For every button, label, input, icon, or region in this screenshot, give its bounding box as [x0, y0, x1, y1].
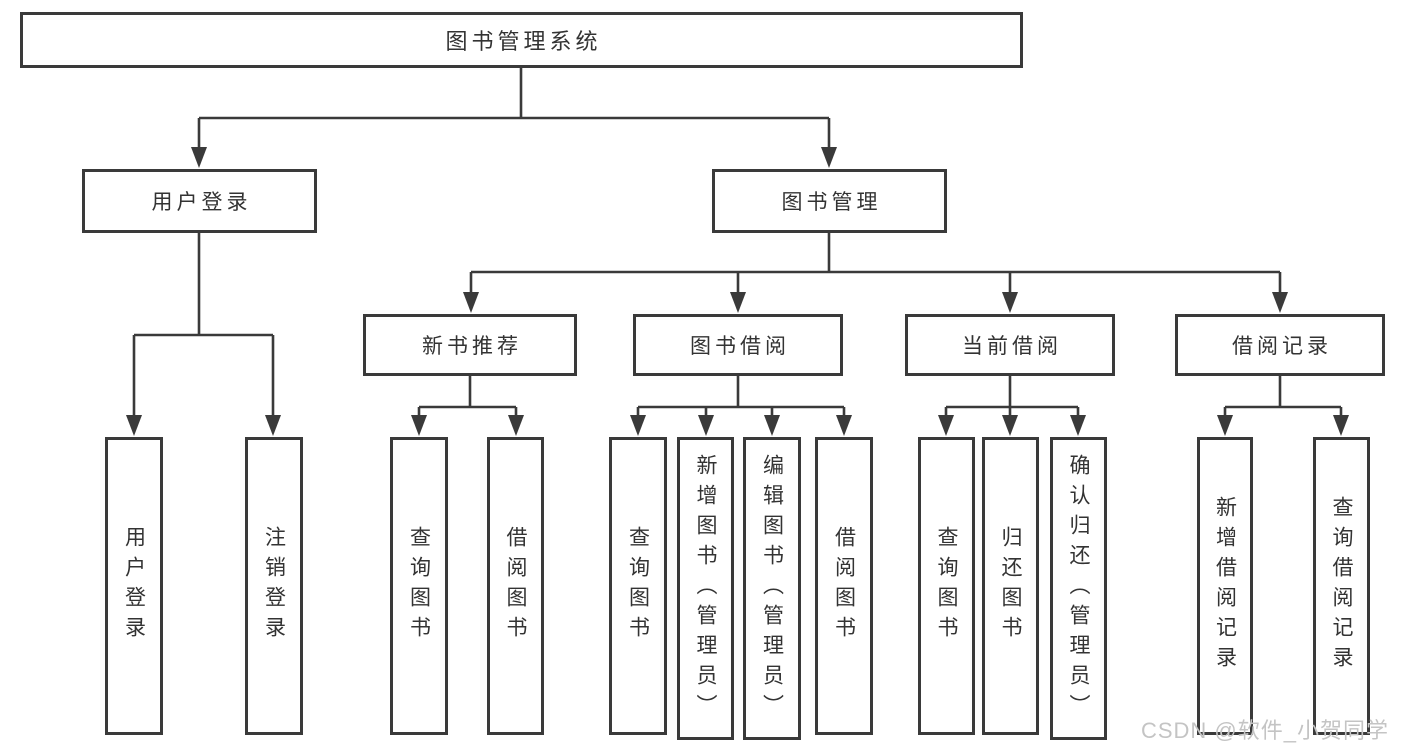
leaf-label: 归还图书 — [999, 526, 1022, 646]
node-label: 图书借阅 — [690, 335, 790, 358]
connector-book-management-to-level3 — [463, 233, 1288, 313]
node-book-management: 图书管理 — [712, 169, 947, 233]
node-label: 图书管理系统 — [445, 29, 602, 54]
node-borrowing-records: 借阅记录 — [1175, 314, 1385, 376]
arrowhead — [1217, 415, 1233, 436]
node-label: 当前借阅 — [962, 335, 1062, 358]
arrowhead — [938, 415, 954, 436]
leaf-label: 新增借阅记录 — [1213, 496, 1237, 676]
leaf-label: 查询图书 — [935, 526, 958, 646]
arrowhead — [730, 292, 746, 313]
node-label: 图书管理 — [781, 191, 882, 214]
arrowhead — [630, 415, 646, 436]
arrowhead — [508, 415, 524, 436]
leaf-label: 编辑图书（管理员） — [760, 453, 784, 724]
leaf-label: 查询借阅记录 — [1330, 496, 1353, 676]
arrowhead — [698, 415, 714, 436]
leaf-borrow-books-borrowing: 借阅图书 — [815, 437, 873, 735]
leaf-label: 新增图书（管理员） — [694, 453, 717, 724]
leaf-label: 注销登录 — [262, 526, 286, 646]
arrowhead — [1333, 415, 1349, 436]
arrowhead — [463, 292, 479, 313]
connector-new-book-to-leaves — [411, 376, 524, 436]
arrowhead — [411, 415, 427, 436]
connector-user-login-to-leaves — [126, 233, 281, 436]
leaf-confirm-return-admin: 确认归还（管理员） — [1050, 437, 1107, 740]
leaf-logout: 注销登录 — [245, 437, 303, 735]
leaf-borrow-books-recommend: 借阅图书 — [487, 437, 544, 735]
arrowhead — [836, 415, 852, 436]
arrowhead — [126, 415, 142, 436]
arrowhead — [265, 415, 281, 436]
leaf-query-borrow-record: 查询借阅记录 — [1313, 437, 1370, 735]
node-user-login: 用户登录 — [82, 169, 317, 233]
csdn-watermark: CSDN @软件_小贺同学 — [1140, 718, 1389, 743]
leaf-add-borrow-record: 新增借阅记录 — [1197, 437, 1253, 735]
arrowhead — [1272, 292, 1288, 313]
node-current-borrowing: 当前借阅 — [905, 314, 1115, 376]
node-label: 新书推荐 — [422, 335, 522, 358]
arrowhead — [1070, 415, 1086, 436]
leaf-label: 用户登录 — [122, 526, 146, 646]
node-label: 借阅记录 — [1232, 335, 1332, 358]
leaf-edit-books-admin: 编辑图书（管理员） — [743, 437, 801, 740]
leaf-user-login: 用户登录 — [105, 437, 163, 735]
leaf-query-books-borrowing: 查询图书 — [609, 437, 667, 735]
arrowhead — [764, 415, 780, 436]
connector-borrowing-records-to-leaves — [1217, 376, 1349, 436]
leaf-return-books: 归还图书 — [982, 437, 1039, 735]
leaf-query-books-recommend: 查询图书 — [390, 437, 448, 735]
leaf-label: 查询图书 — [407, 526, 431, 646]
arrowhead — [191, 147, 207, 168]
connector-current-borrowing-to-leaves — [938, 376, 1086, 436]
leaf-label: 借阅图书 — [504, 526, 527, 646]
arrowhead — [1002, 292, 1018, 313]
leaf-label: 借阅图书 — [832, 526, 856, 646]
arrowhead — [1002, 415, 1018, 436]
node-book-borrowing: 图书借阅 — [633, 314, 843, 376]
node-new-book-recommendation: 新书推荐 — [363, 314, 577, 376]
leaf-add-books-admin: 新增图书（管理员） — [677, 437, 734, 740]
leaf-label: 确认归还（管理员） — [1067, 453, 1090, 724]
arrowhead — [821, 147, 837, 168]
leaf-query-books-current: 查询图书 — [918, 437, 975, 735]
node-root-system: 图书管理系统 — [20, 12, 1023, 68]
connector-book-borrowing-to-leaves — [630, 376, 852, 436]
leaf-label: 查询图书 — [626, 526, 650, 646]
connector-root-to-level2 — [191, 68, 837, 168]
node-label: 用户登录 — [151, 191, 252, 214]
